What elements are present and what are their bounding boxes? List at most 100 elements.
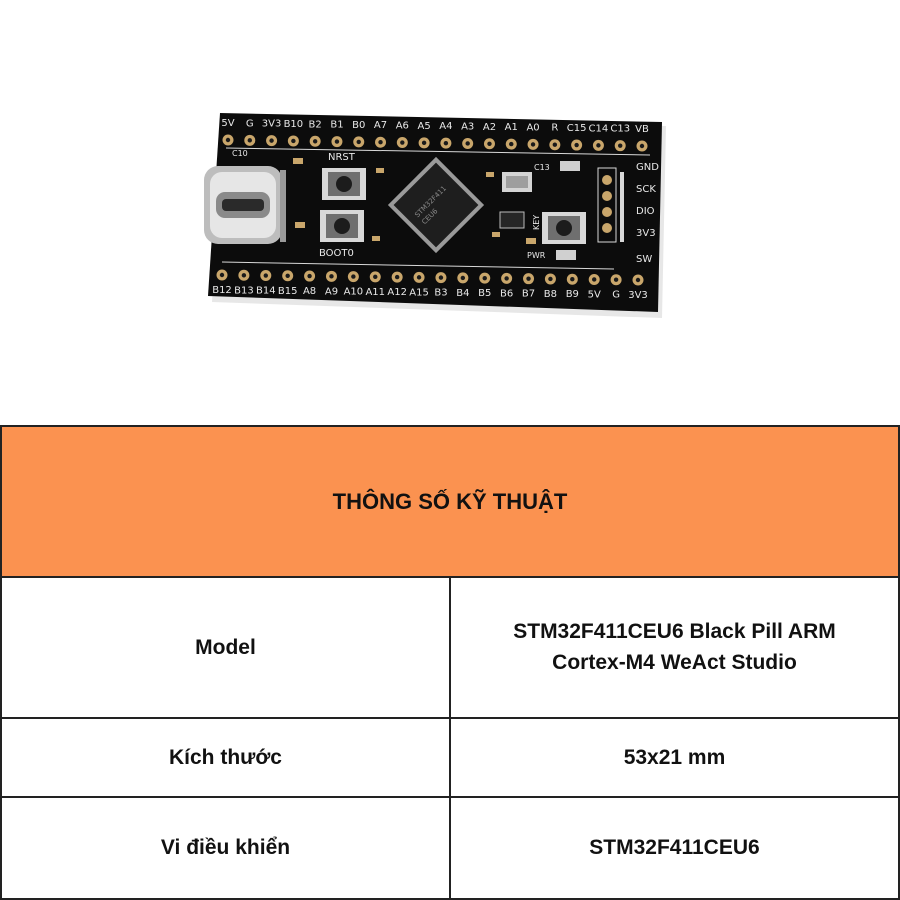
bottom-pin-label: A9	[325, 286, 338, 297]
bottom-pin-label: B9	[566, 289, 579, 300]
top-pin-label: C13	[610, 124, 630, 135]
spec-value-mcu: STM32F411CEU6	[449, 795, 900, 900]
bottom-pin-label: A10	[344, 287, 364, 298]
bottom-pin-label: B3	[434, 288, 447, 299]
spec-value-size: 53x21 mm	[449, 717, 900, 798]
bottom-pin-hole	[504, 276, 509, 281]
bottom-pin-hole	[394, 274, 400, 280]
top-pin-hole	[530, 142, 536, 147]
boot0-button	[320, 210, 364, 242]
top-pin-label: B2	[309, 119, 322, 130]
top-pin-label: VB	[635, 124, 649, 135]
top-pin-hole	[509, 141, 514, 147]
bottom-pin-hole	[416, 275, 422, 280]
top-pin-hole	[552, 142, 558, 147]
top-pin-label: B10	[284, 119, 304, 130]
top-pin-label: A0	[526, 122, 539, 133]
spec-table: THÔNG SỐ KỸ THUẬT Model STM32F411CEU6 Bl…	[0, 425, 900, 900]
spec-label-model: Model	[0, 575, 451, 720]
boot0-label: BOOT0	[319, 248, 354, 259]
bottom-pin-hole	[307, 273, 312, 279]
bottom-pin-label: A8	[303, 286, 316, 297]
top-pin-label: G	[246, 118, 254, 129]
top-pin-label: B1	[330, 120, 343, 131]
top-pin-hole	[618, 143, 623, 148]
swd-pin-label: DIO	[636, 206, 655, 217]
bottom-pin-hole	[438, 275, 444, 280]
bottom-pin-label: B7	[522, 289, 535, 300]
c10-label: C10	[232, 149, 248, 158]
top-pin-label: 3V3	[262, 119, 282, 130]
bottom-pin-label: B14	[256, 286, 276, 297]
bottom-pin-label: B5	[478, 288, 491, 299]
nrst-label: NRST	[328, 152, 356, 163]
bottom-pin-hole	[526, 276, 531, 281]
top-pin-hole	[421, 140, 427, 146]
table-row: Vi điều khiển STM32F411CEU6	[0, 795, 900, 900]
top-pin-label: A5	[418, 121, 431, 132]
top-pin-hole	[356, 139, 361, 145]
bottom-pin-hole	[241, 273, 247, 278]
top-pin-label: R	[551, 123, 558, 134]
bottom-pin-label: B13	[234, 285, 254, 296]
bottom-pin-label: B4	[456, 288, 469, 299]
pwr-label: PWR	[527, 251, 546, 260]
top-pin-label: A2	[483, 122, 496, 133]
bottom-pin-hole	[635, 277, 641, 283]
c13-label: C13	[534, 163, 550, 172]
top-pin-label: B0	[352, 120, 365, 131]
bottom-pin-hole	[482, 275, 487, 281]
bottom-pin-pads	[216, 269, 644, 286]
table-row: Kích thước 53x21 mm	[0, 717, 900, 798]
bottom-pin-hole	[548, 276, 553, 282]
top-pin-hole	[378, 140, 383, 145]
top-pin-hole	[400, 140, 405, 145]
bottom-pin-label: 5V	[588, 289, 601, 300]
bottom-pin-label: A11	[365, 287, 385, 298]
top-pin-hole	[465, 141, 470, 146]
top-pin-label: C14	[589, 123, 609, 134]
spec-header-row: THÔNG SỐ KỸ THUẬT	[0, 425, 900, 578]
bottom-pin-label: B15	[278, 286, 298, 297]
top-pin-label: A3	[461, 121, 474, 132]
bottom-pin-label: 3V3	[628, 290, 648, 301]
bottom-pin-hole	[219, 272, 225, 278]
top-pin-label: C15	[567, 123, 587, 134]
top-pin-hole	[574, 142, 579, 148]
spec-label-mcu: Vi điều khiển	[0, 795, 451, 900]
bottom-pin-hole	[592, 277, 597, 282]
bottom-pin-hole	[329, 274, 334, 279]
usb-c-connector	[204, 166, 286, 244]
bottom-pin-hole	[351, 274, 356, 279]
top-pin-hole	[269, 138, 274, 143]
bottom-pin-hole	[285, 273, 290, 278]
top-pin-label: A6	[396, 121, 409, 132]
top-pin-hole	[291, 138, 296, 144]
top-pin-hole	[247, 138, 252, 143]
spec-value-model: STM32F411CEU6 Black Pill ARM Cortex-M4 W…	[449, 575, 900, 720]
bottom-pin-label: B6	[500, 288, 513, 299]
swd-pin-label: GND	[636, 162, 659, 173]
sw-label: SW	[636, 254, 652, 265]
bottom-pin-hole	[570, 277, 575, 282]
bottom-pin-hole	[613, 277, 619, 282]
bottom-pin-hole	[373, 274, 378, 280]
top-pin-hole	[639, 143, 645, 149]
top-pin-pads	[222, 134, 648, 152]
bottom-pin-hole	[263, 273, 268, 278]
spec-label-size: Kích thước	[0, 717, 451, 798]
swd-pin-label: 3V3	[636, 228, 656, 239]
bottom-pin-label: A12	[387, 287, 407, 298]
bottom-pin-label: G	[612, 290, 620, 301]
key-button	[542, 212, 586, 244]
top-pin-label: A1	[505, 122, 518, 133]
bottom-pin-label: A15	[409, 287, 429, 298]
top-pin-label: A7	[374, 120, 387, 131]
mcu-chip: STM32F411 CEU6	[387, 156, 485, 254]
top-pin-label: A4	[439, 121, 452, 132]
top-pin-label: 5V	[221, 118, 234, 129]
